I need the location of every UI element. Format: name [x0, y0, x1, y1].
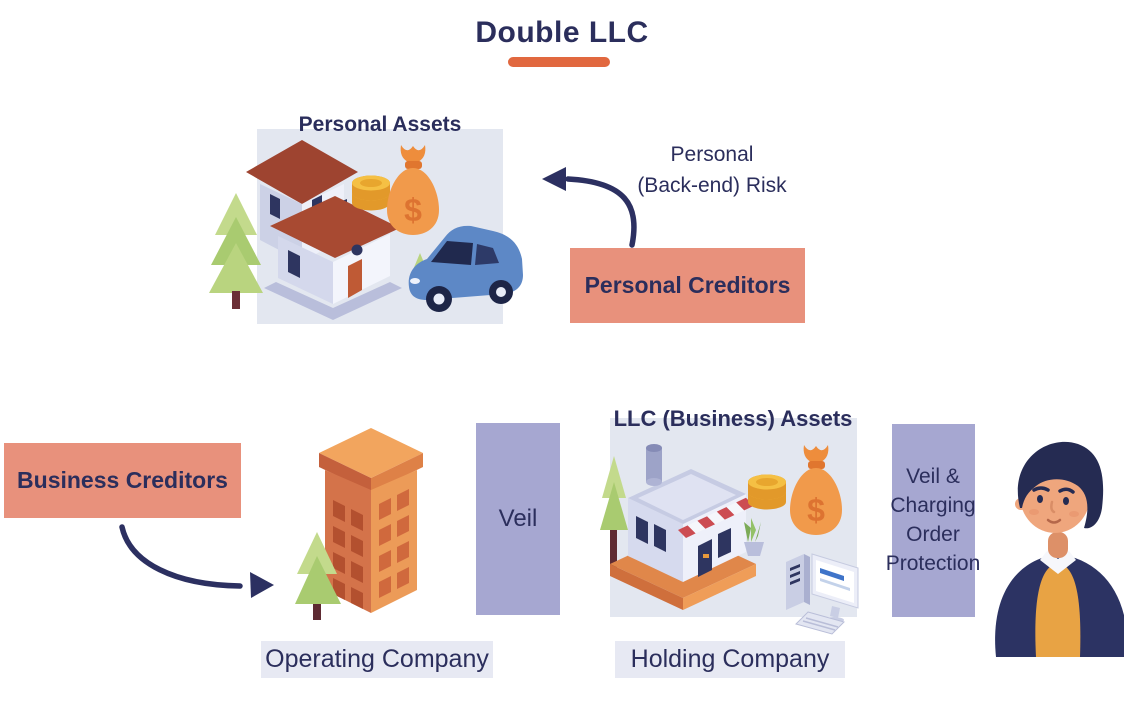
car-icon [408, 225, 523, 312]
dollar-sign: $ [404, 192, 422, 228]
money-bag-icon: $ [387, 145, 439, 235]
title-underline [508, 57, 610, 67]
tree-icon [600, 456, 628, 570]
protection-box [892, 424, 975, 617]
protection-line-4: Protection [885, 552, 981, 575]
holding-company-label: Holding Company [615, 641, 845, 678]
operating-company-label: Operating Company [261, 641, 493, 678]
llc-money-illustration: $ [748, 445, 842, 535]
personal-risk-arrow [542, 167, 637, 248]
veil-box: Veil [476, 423, 560, 615]
person-illustration [995, 441, 1124, 657]
coins-icon [352, 175, 390, 211]
risk-line-1: Personal [670, 143, 754, 166]
page-title: Double LLC [475, 16, 649, 49]
computer-icon [786, 553, 859, 635]
personal-creditors-box: Personal Creditors [570, 248, 805, 323]
risk-line-2: (Back-end) Risk [637, 174, 787, 197]
personal-risk-label: Personal (Back-end) Risk [622, 139, 802, 201]
personal-assets-title: Personal Assets [298, 113, 462, 136]
office-building-icon [295, 428, 423, 620]
house-icon [246, 140, 430, 320]
business-risk-arrow [119, 524, 274, 598]
protection-label: Veil & Charging Order Protection [870, 462, 996, 578]
money-bag-icon: $ [790, 445, 842, 535]
awning-stripes [678, 497, 754, 538]
protection-line-3: Order [906, 523, 960, 546]
curved-arrow-icon [250, 572, 274, 598]
dollar-sign: $ [807, 492, 825, 528]
personal-assets-illustration: $ [209, 140, 523, 320]
plant-icon [744, 518, 764, 556]
protection-line-1: Veil & [906, 465, 960, 488]
protection-line-2: Charging [890, 494, 976, 517]
llc-assets-title: LLC (Business) Assets [613, 406, 853, 431]
business-creditors-box: Business Creditors [4, 443, 241, 518]
store-icon [600, 444, 764, 610]
coins-icon [748, 474, 786, 510]
tree-icon [295, 532, 341, 620]
curved-arrow-icon [542, 167, 566, 191]
tree-icon [209, 193, 263, 309]
